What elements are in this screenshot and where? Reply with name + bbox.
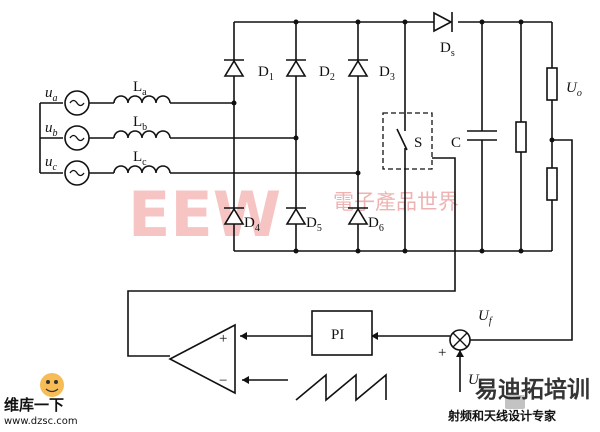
eew-cn-text: 電子產品世界 xyxy=(333,190,459,214)
diode-d3-icon xyxy=(347,59,369,77)
inductor-c-label: Lc xyxy=(133,149,147,168)
diode-d1-icon xyxy=(223,59,245,77)
feedback-line xyxy=(470,139,573,341)
diode-d2-label: D2 xyxy=(319,64,335,83)
diode-d1-label: D1 xyxy=(258,64,274,83)
brand-subtitle-text: 射频和天线设计专家 xyxy=(447,408,557,423)
feedback-voltage-label: Uf xyxy=(478,308,493,327)
summing-plus-sign: + xyxy=(438,345,446,361)
dzsc-watermark: 维库一下 www.dzsc.com xyxy=(4,373,78,427)
diode-d6-label: D6 xyxy=(368,215,384,234)
capacitor-label: C xyxy=(451,135,461,151)
diode-d5-label: D5 xyxy=(306,215,322,234)
inductor-a-label: La xyxy=(133,79,147,98)
comparator-minus-sign: − xyxy=(219,373,227,389)
inductor-b-icon xyxy=(113,130,171,139)
dzsc-cn-text: 维库一下 xyxy=(4,396,64,414)
diode-bridge: D1 D2 D3 D4 D5 D6 xyxy=(223,59,395,234)
sawtooth-waveform xyxy=(295,373,387,402)
inductor-group: La Lb Lc xyxy=(89,79,361,176)
diode-d4-icon xyxy=(223,207,245,225)
gate-drive-line xyxy=(127,157,456,357)
divider-bottom-resistor-icon xyxy=(546,167,558,201)
inductor-b-label: Lb xyxy=(133,114,147,133)
dzsc-url-text: www.dzsc.com xyxy=(4,416,78,427)
pi-controller: PI xyxy=(240,310,373,356)
brand-title-text: 易迪拓培训 xyxy=(475,376,590,403)
dc-rails xyxy=(233,19,552,254)
load-group xyxy=(515,19,527,254)
summing-junction: + Uf Ur xyxy=(371,308,493,392)
pi-block xyxy=(311,310,373,356)
boost-diode-group: Ds xyxy=(433,11,455,59)
comparator: + − xyxy=(168,323,387,402)
output-voltage-label: Uo xyxy=(566,80,582,99)
comparator-icon xyxy=(168,323,236,395)
reference-voltage-label: Ur xyxy=(468,372,483,391)
pi-label: PI xyxy=(331,327,344,343)
source-c-label: uc xyxy=(45,154,58,173)
dzsc-mascot-icon xyxy=(40,373,64,397)
source-a-label: ua xyxy=(45,85,58,104)
divider-top-resistor-icon xyxy=(546,67,558,101)
diode-d5-icon xyxy=(285,207,307,225)
diode-d6-icon xyxy=(347,207,369,225)
switch-label: S xyxy=(414,135,422,151)
eew-watermark: EEW 電子產品世界 xyxy=(128,178,459,251)
diode-ds-icon xyxy=(433,11,453,33)
inductor-c-icon xyxy=(113,165,171,174)
brand-watermark: 易迪拓培训 射频和天线设计专家 xyxy=(447,376,590,423)
eew-logo-text: EEW xyxy=(128,178,281,251)
brand-logo-icon xyxy=(505,395,525,409)
divider-group: Uo xyxy=(470,22,582,341)
switch-box xyxy=(382,112,433,170)
inductor-a-icon xyxy=(113,95,171,104)
diode-d2-icon xyxy=(285,59,307,77)
capacitor-group: C xyxy=(451,19,497,254)
ac-source-group: ua ub uc xyxy=(39,85,90,186)
switch-icon xyxy=(396,128,408,151)
load-resistor-icon xyxy=(515,121,527,153)
source-b-label: ub xyxy=(45,120,58,139)
diode-d3-label: D3 xyxy=(379,64,395,83)
comparator-plus-sign: + xyxy=(219,331,227,347)
diode-d4-label: D4 xyxy=(244,215,260,234)
switch-group: S xyxy=(127,19,456,357)
diode-ds-label: Ds xyxy=(440,40,455,59)
